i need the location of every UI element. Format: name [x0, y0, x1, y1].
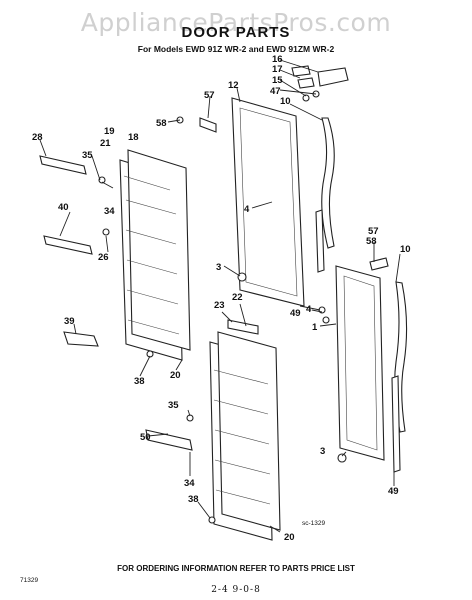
freezer-door-liner: [119, 149, 191, 361]
shelf-mid-left: [43, 235, 93, 255]
callout-58: 58: [156, 118, 167, 129]
callout-39: 39: [64, 316, 75, 327]
callout-1: 1: [312, 322, 318, 333]
bin-lower-left: [63, 331, 99, 347]
right-door: [335, 265, 385, 461]
door-gasket-upper: [231, 97, 305, 307]
callout-49: 49: [290, 308, 301, 319]
diagram-title: DOOR PARTS: [181, 24, 291, 41]
callout-23: 23: [214, 300, 225, 311]
image-code-right: sc-1329: [302, 520, 326, 527]
callout-40: 40: [58, 202, 69, 213]
callout-57-right: 57: [368, 226, 379, 237]
callout-20: 20: [170, 370, 181, 381]
clip-left: [98, 176, 106, 184]
watermark: AppliancePartsPros.com: [80, 8, 392, 37]
hinge-bracket-top: [199, 117, 217, 133]
callout-17: 17: [272, 64, 283, 75]
callout-49-right: 49: [388, 486, 399, 497]
callout-57: 57: [204, 90, 215, 101]
lower-door-liner: [209, 331, 281, 541]
callout-47: 47: [270, 86, 281, 97]
callout-22: 22: [232, 292, 243, 303]
hinge-pin-right: [337, 453, 347, 463]
door-handle-upper: [321, 117, 335, 249]
screw-lower: [208, 516, 216, 524]
screw-right: [322, 316, 330, 324]
callout-34: 34: [104, 206, 115, 217]
callout-20-lower: 20: [284, 532, 295, 543]
callout-38: 38: [134, 376, 145, 387]
callout-15: 15: [272, 75, 283, 86]
diagram-subtitle: For Models EWD 91Z WR-2 and EWD 91ZM WR-…: [137, 44, 335, 54]
callout-4-right: 4: [306, 304, 312, 315]
callout-38-lower: 38: [188, 494, 199, 505]
trim-strip-upper: [315, 209, 325, 273]
callout-3-right: 3: [320, 446, 325, 457]
callout-35-lower: 35: [168, 400, 179, 411]
leader-lines: [39, 59, 401, 533]
shelf-upper-left: [39, 155, 87, 175]
callout-18: 18: [128, 132, 139, 143]
callout-26: 26: [98, 252, 109, 263]
bracket-lower: [227, 319, 259, 335]
callout-50: 50: [140, 432, 151, 443]
callout-10: 10: [280, 96, 291, 107]
callout-16: 16: [272, 54, 283, 65]
shelf-lower-left: [145, 429, 193, 451]
callout-21: 21: [100, 138, 111, 149]
callout-labels: 16 17 15 47 12 57 10 58 28 19 21 18 35 3…: [32, 54, 411, 543]
callout-4: 4: [244, 204, 250, 215]
hinge-pin-upper: [237, 272, 247, 282]
image-code-left: 71329: [20, 577, 39, 584]
hinge-hardware: [291, 65, 349, 102]
callout-58-right: 58: [366, 236, 377, 247]
screw-left: [102, 228, 110, 236]
callout-35: 35: [82, 150, 93, 161]
callout-28: 28: [32, 132, 43, 143]
callout-10-right: 10: [400, 244, 411, 255]
handwritten-note: 2-4 9-0-8: [211, 585, 261, 595]
callout-12: 12: [228, 80, 239, 91]
trim-strip-right: [391, 375, 401, 473]
callout-3: 3: [216, 262, 221, 273]
hinge-bracket-right: [369, 257, 389, 271]
ordering-info-footer: FOR ORDERING INFORMATION REFER TO PARTS …: [117, 564, 355, 573]
callout-19: 19: [104, 126, 115, 137]
callout-34-lower: 34: [184, 478, 195, 489]
